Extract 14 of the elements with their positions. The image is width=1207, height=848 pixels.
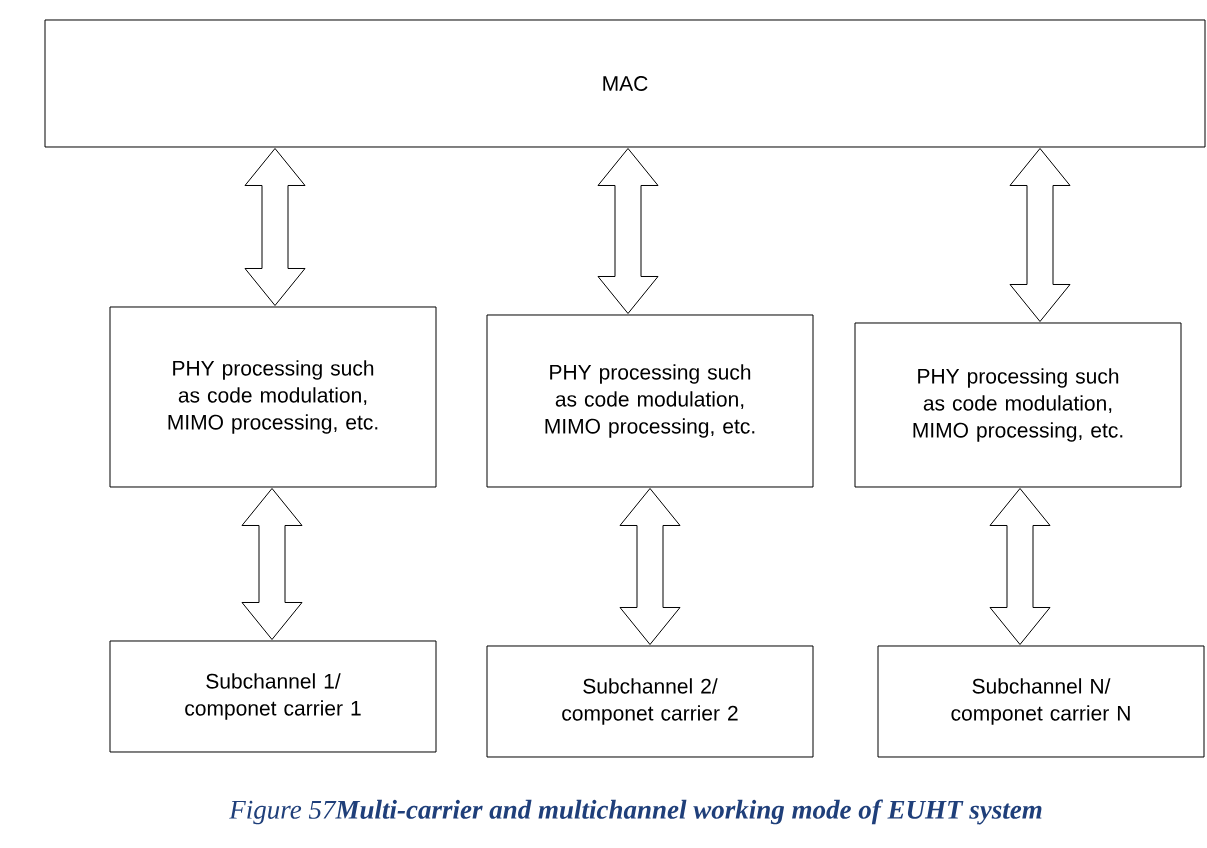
subchannel-box: Subchannel 1/ componet carrier 1 <box>109 640 437 753</box>
processing-box: PHY processing such as code modulation, MIMO processing, etc. <box>109 306 437 488</box>
layer-box: MAC <box>44 19 1206 148</box>
double-arrow <box>619 488 681 645</box>
processing-box: PHY processing such as code modulation, MIMO processing, etc. <box>486 314 814 488</box>
subchannel-box: Subchannel N/ componet carrier N <box>877 645 1205 758</box>
double-arrow <box>989 488 1051 645</box>
double-arrow <box>597 148 659 314</box>
processing-box: PHY processing such as code modulation, MIMO processing, etc. <box>854 322 1182 488</box>
double-arrow <box>244 148 306 306</box>
double-arrow <box>1009 148 1071 322</box>
double-arrow <box>241 488 303 640</box>
figure-caption: Figure 57Multi-carrier and multichannel working mode of EUHT system <box>229 799 1042 825</box>
subchannel-box: Subchannel 2/ componet carrier 2 <box>486 645 814 758</box>
